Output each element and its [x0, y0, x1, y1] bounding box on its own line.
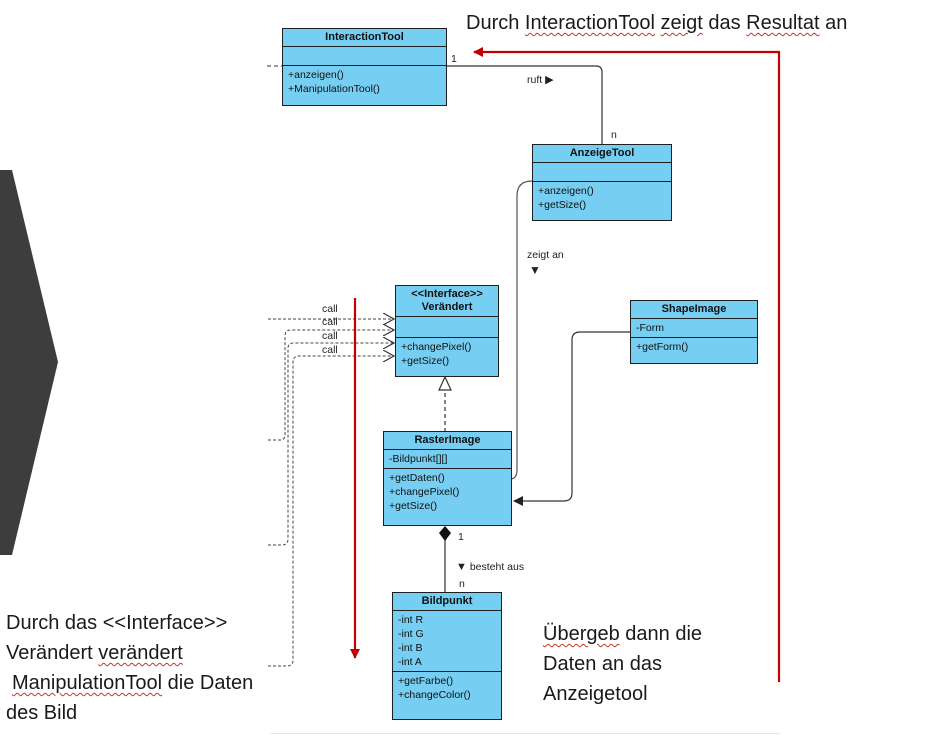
class-name: InteractionTool	[283, 29, 446, 47]
method: +getSize()	[389, 500, 438, 512]
attribute: -int B	[398, 642, 423, 654]
note-text: dann die	[619, 623, 703, 645]
bottom-right-annotation: Übergeb dann die Daten an das Anzeigetoo…	[543, 619, 702, 709]
note-word: verändert	[98, 642, 183, 664]
besteht-aus-label-text: besteht aus	[469, 561, 525, 573]
note-word: zeigt	[660, 12, 703, 34]
methods-section: +anzeigen() +getSize()	[533, 182, 671, 214]
call-lines	[268, 319, 394, 667]
class-name: Bildpunkt	[393, 593, 501, 611]
call-label: call	[322, 330, 338, 342]
methods-section: +getFarbe() +changeColor()	[393, 672, 501, 704]
attribute: -int A	[398, 656, 422, 668]
realization-triangle	[438, 375, 452, 391]
attribute: -int R	[398, 614, 424, 626]
method: +getSize()	[401, 355, 450, 367]
note-word: ManipulationTool	[12, 672, 163, 694]
note-line: Durch das <<Interface>>	[6, 612, 228, 634]
mult-anzeigetool-n: n	[611, 129, 617, 141]
methods-section: +getForm()	[631, 338, 757, 356]
methods-section: +anzeigen() +ManipulationTool()	[283, 66, 446, 98]
method: +getSize()	[538, 199, 587, 211]
note-line: ManipulationTool die Daten	[6, 668, 253, 698]
attribute: -Form	[636, 322, 664, 334]
attributes-section: -Form	[631, 319, 757, 338]
methods-section: +getDaten() +changePixel() +getSize()	[384, 469, 511, 515]
ruft-association-line	[447, 65, 603, 144]
mult-interactiontool-1: 1	[451, 53, 457, 65]
attributes-section: -int R -int G -int B -int A	[393, 611, 501, 672]
stereotype: <<Interface>>	[411, 288, 483, 300]
bottom-left-annotation: Durch das <<Interface>> Verändert veränd…	[6, 608, 253, 728]
class-bildpunkt[interactable]: Bildpunkt -int R -int G -int B -int A +g…	[392, 592, 502, 720]
method: +anzeigen()	[288, 69, 344, 81]
method: +getFarbe()	[398, 675, 454, 687]
composition-diamond	[439, 526, 451, 541]
method: +anzeigen()	[538, 185, 594, 197]
side-chevron-shape	[0, 170, 58, 555]
attributes-section	[396, 317, 498, 338]
class-shapeimage[interactable]: ShapeImage -Form +getForm()	[630, 300, 758, 364]
class-rasterimage[interactable]: RasterImage -Bildpunkt[][] +getDaten() +…	[383, 431, 512, 526]
method: +changePixel()	[389, 486, 460, 498]
attributes-section	[533, 163, 671, 182]
call-label: call	[322, 344, 338, 356]
class-name: AnzeigeTool	[533, 145, 671, 163]
note-word: Übergeb	[543, 623, 620, 645]
class-name: RasterImage	[384, 432, 511, 450]
zeigt-an-label: zeigt an	[527, 249, 564, 261]
note-line: Verändert verändert	[6, 638, 253, 668]
mult-bildpunkt-n: n	[459, 578, 465, 590]
class-anzeigetool[interactable]: AnzeigeTool +anzeigen() +getSize()	[532, 144, 672, 221]
attribute: -int G	[398, 628, 424, 640]
ruft-label: ruft ▶	[527, 73, 554, 86]
class-interactiontool[interactable]: InteractionTool +anzeigen() +Manipulatio…	[282, 28, 447, 106]
class-interface-veraendert[interactable]: <<Interface>> Verändert +changePixel() +…	[395, 285, 499, 377]
method: +getDaten()	[389, 472, 445, 484]
note-text: Durch	[466, 12, 525, 34]
note-line: Daten an das	[543, 653, 662, 675]
method: +changeColor()	[398, 689, 471, 701]
ruft-label-text: ruft	[527, 74, 543, 86]
attribute: -Bildpunkt[][]	[389, 453, 448, 465]
note-line: Übergeb dann die	[543, 619, 702, 649]
top-annotation: Durch InteractionTool zeigt das Resultat…	[466, 8, 847, 38]
note-line: des Bild	[6, 702, 78, 724]
note-text: an	[819, 12, 848, 34]
method: +changePixel()	[401, 341, 472, 353]
note-text: die Daten	[162, 672, 254, 694]
zeigt-an-line	[509, 180, 533, 480]
slide-bottom-divider	[270, 733, 780, 734]
note-text: Verändert	[6, 642, 99, 664]
ruft-direction-arrow: ▶	[545, 74, 554, 86]
class-name: ShapeImage	[631, 301, 757, 319]
zeigt-an-direction-arrow: ▼	[529, 263, 541, 277]
besteht-aus-label: ▼ besteht aus	[456, 561, 524, 573]
red-return-arrow	[473, 47, 781, 682]
attributes-section	[283, 47, 446, 66]
class-name: Verändert	[421, 301, 473, 313]
method: +ManipulationTool()	[288, 83, 380, 95]
besteht-aus-direction-arrow: ▼	[456, 561, 467, 573]
shapeimage-to-rasterimage-line	[513, 331, 630, 506]
mult-rasterimage-1: 1	[458, 531, 464, 543]
call-label: call	[322, 303, 338, 315]
class-header: <<Interface>> Verändert	[396, 286, 498, 317]
methods-section: +changePixel() +getSize()	[396, 338, 498, 370]
note-line: Anzeigetool	[543, 683, 648, 705]
note-word: InteractionTool	[524, 12, 655, 34]
note-text: das	[702, 12, 747, 34]
note-word: Resultat	[746, 12, 820, 34]
call-label: call	[322, 316, 338, 328]
method: +getForm()	[636, 341, 689, 353]
attributes-section: -Bildpunkt[][]	[384, 450, 511, 469]
